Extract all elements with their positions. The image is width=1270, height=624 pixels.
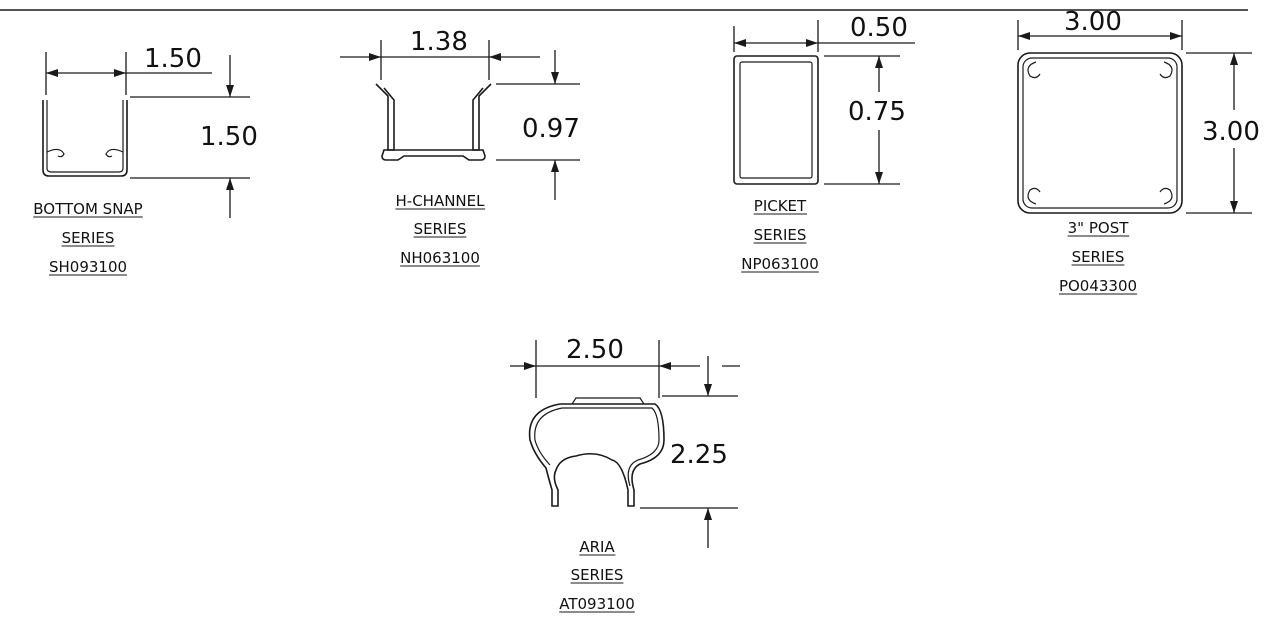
post-part-number: PO043300 (1059, 277, 1137, 295)
bottom-snap-profile: 1.50 1.50 BOTTOM SNAP SERIES SH093100 (33, 44, 258, 276)
bottom-snap-height-dimension: 1.50 (200, 122, 258, 152)
post-height-dimension: 3.00 (1202, 117, 1260, 147)
aria-shape (528, 397, 665, 507)
label-underlines (33, 208, 1138, 613)
h-channel-height-dimension: 0.97 (522, 114, 580, 144)
post-name-label: 3" POST (1068, 219, 1130, 237)
h-channel-part-number: NH063100 (400, 249, 480, 267)
aria-part-number: AT093100 (559, 595, 635, 613)
picket-height-dimension: 0.75 (848, 97, 906, 127)
post-width-dimension: 3.00 (1064, 7, 1122, 37)
picket-series-label: SERIES (754, 226, 807, 244)
bottom-snap-width-dimension: 1.50 (144, 44, 202, 74)
post-series-label: SERIES (1072, 248, 1125, 266)
picket-profile: 0.50 0.75 PICKET SERIES NP063100 (733, 13, 915, 273)
picket-shape (733, 55, 819, 185)
post-profile: 3.00 3.00 3" POST SERIES PO043300 (1017, 7, 1260, 295)
aria-name-label: ARIA (579, 538, 615, 556)
bottom-snap-name-label: BOTTOM SNAP (33, 200, 142, 218)
bottom-snap-part-number: SH093100 (49, 258, 127, 276)
h-channel-profile: 1.38 0.97 H-CHANNEL SERIES NH063100 (340, 27, 580, 267)
post-shape (1017, 52, 1183, 214)
bottom-snap-shape (42, 100, 128, 177)
aria-series-label: SERIES (571, 566, 624, 584)
h-channel-series-label: SERIES (414, 220, 467, 238)
h-channel-shape (375, 83, 492, 161)
picket-name-label: PICKET (754, 197, 807, 215)
aria-height-dimension: 2.25 (670, 440, 728, 470)
aria-profile: 2.50 2.25 ARIA SERIES AT093100 (510, 335, 740, 613)
picket-width-dimension: 0.50 (850, 13, 908, 43)
h-channel-width-dimension: 1.38 (410, 27, 468, 57)
aria-width-dimension: 2.50 (566, 335, 624, 365)
h-channel-name-label: H-CHANNEL (396, 192, 486, 210)
picket-part-number: NP063100 (741, 255, 819, 273)
bottom-snap-series-label: SERIES (62, 229, 115, 247)
